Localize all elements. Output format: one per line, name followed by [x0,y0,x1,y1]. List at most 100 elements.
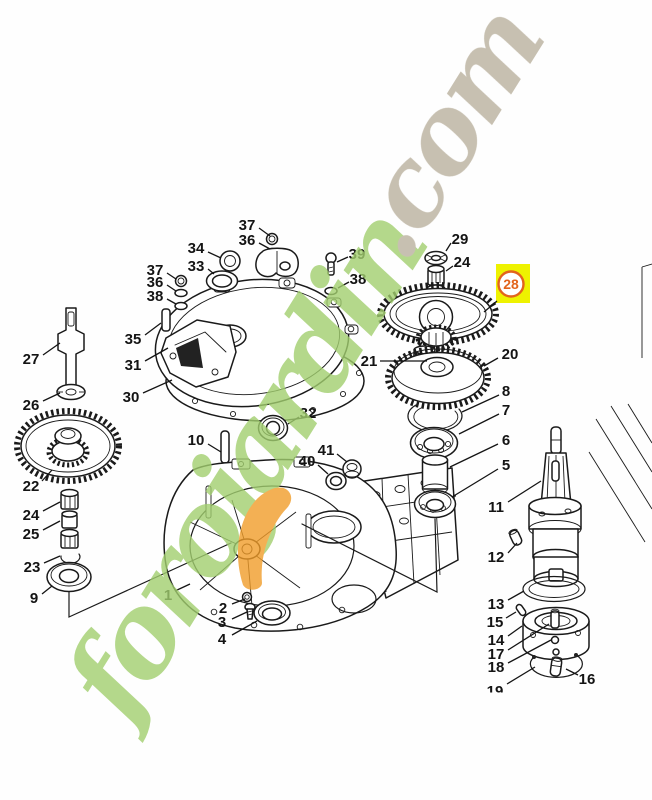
leader-line-41 [336,453,348,463]
highlight-part-number[interactable]: 28 [503,276,519,292]
part-label-13: 13 [488,596,505,613]
part-label-8: 8 [502,383,510,400]
part-label-24: 24 [23,507,40,524]
leader-line-15 [505,611,517,619]
watermark-text-com: .com [319,0,567,279]
leader-line-19 [506,666,536,685]
leader-line-18 [507,639,552,664]
leader-line-37 [166,272,177,280]
part-label-36: 36 [239,232,256,249]
leader-line-26 [42,392,61,402]
part-label-36: 36 [147,274,164,291]
part-label-6: 6 [502,432,510,449]
edge-cutoff-lines [588,263,652,543]
leader-line-40 [317,464,329,475]
leader-line-27 [42,342,61,356]
part-label-26: 26 [23,397,40,414]
part-label-21: 21 [361,353,378,370]
leader-line-7 [458,413,500,435]
gearbox-cover-drawing [154,277,365,464]
leader-line-4 [231,620,258,636]
part-label-41: 41 [318,442,335,459]
leader-line-38 [166,298,177,305]
part-label-30: 30 [123,389,140,406]
part-label-17: 17 [488,646,505,663]
part-label-16: 16 [579,671,596,688]
part-label-27: 27 [23,351,40,368]
leader-line-10 [207,443,222,453]
part-label-39: 39 [349,246,366,263]
part-label-18: 18 [488,659,505,676]
part-label-40: 40 [299,453,316,470]
leader-line-1 [174,583,191,592]
part-label-9: 9 [30,590,38,607]
leader-line-3 [231,611,248,620]
gear-20-bearing-stack-drawing [385,345,491,519]
leader-line-22 [41,469,53,482]
leader-line-16 [565,668,579,676]
leader-line-32 [287,416,300,425]
leader-line-31 [144,347,169,362]
crankshaft-assembly-drawing [508,426,590,678]
leader-line-36 [258,242,271,250]
part-label-22: 22 [23,478,40,495]
leader-line-17 [507,623,550,651]
part-label-3: 3 [218,614,226,631]
leader-line-25 [42,520,61,531]
part-label-38: 38 [350,271,367,288]
part-label-31: 31 [125,357,142,374]
watermark-accent-swirl [237,487,292,590]
part-label-1: 1 [164,587,172,604]
part-label-33: 33 [188,258,205,275]
output-shaft-parts-drawing [14,307,122,593]
label-19-cutoff-mask [479,692,513,705]
highlighted-part-28-badge[interactable]: 28 [483,264,530,313]
leader-line-8 [461,394,500,413]
part-label-2: 2 [219,600,227,617]
leader-line-34 [207,251,222,259]
leader-line-12 [507,542,518,554]
part-label-20: 20 [502,346,519,363]
part-label-12: 12 [488,549,505,566]
part-label-34: 34 [188,240,205,257]
leader-line-23 [43,555,61,564]
part-label-29: 29 [452,231,469,248]
leader-line-2 [231,598,246,605]
part-label-32: 32 [300,405,317,422]
part-label-24: 24 [454,254,471,271]
gear-28-assembly-drawing [377,250,499,352]
leader-line-29 [445,242,452,252]
gearbox-case-drawing [68,456,459,632]
part-label-25: 25 [23,526,40,543]
part-label-37: 37 [239,217,256,234]
highlight-circle[interactable] [497,270,525,298]
part-label-14: 14 [488,632,505,649]
leader-line-24 [445,265,454,272]
part-label-4: 4 [218,631,227,648]
part-label-38: 38 [147,288,164,305]
part-label-7: 7 [502,402,510,419]
leader-line-11 [507,480,542,503]
part-label-15: 15 [487,614,504,631]
part-label-37: 37 [147,262,164,279]
leader-line-36 [166,284,177,292]
part-label-11: 11 [488,499,504,516]
highlight-leader-line [483,300,498,313]
leader-line-13 [507,590,525,601]
small-hardware-drawing [174,232,362,626]
part-number-labels: 3736343337363835313027262224252393938292… [23,217,596,700]
part-label-5: 5 [502,457,510,474]
leader-line-30 [142,379,173,394]
part-label-35: 35 [125,331,142,348]
leader-line-33 [207,268,215,275]
leader-line-9 [41,585,53,595]
leader-line-38 [337,281,350,289]
leader-line-20 [483,357,499,367]
part-label-23: 23 [24,559,41,576]
leader-line-6 [449,443,499,468]
leader-line-24 [42,501,61,512]
part-label-10: 10 [188,432,205,449]
leader-line-5 [451,468,499,498]
